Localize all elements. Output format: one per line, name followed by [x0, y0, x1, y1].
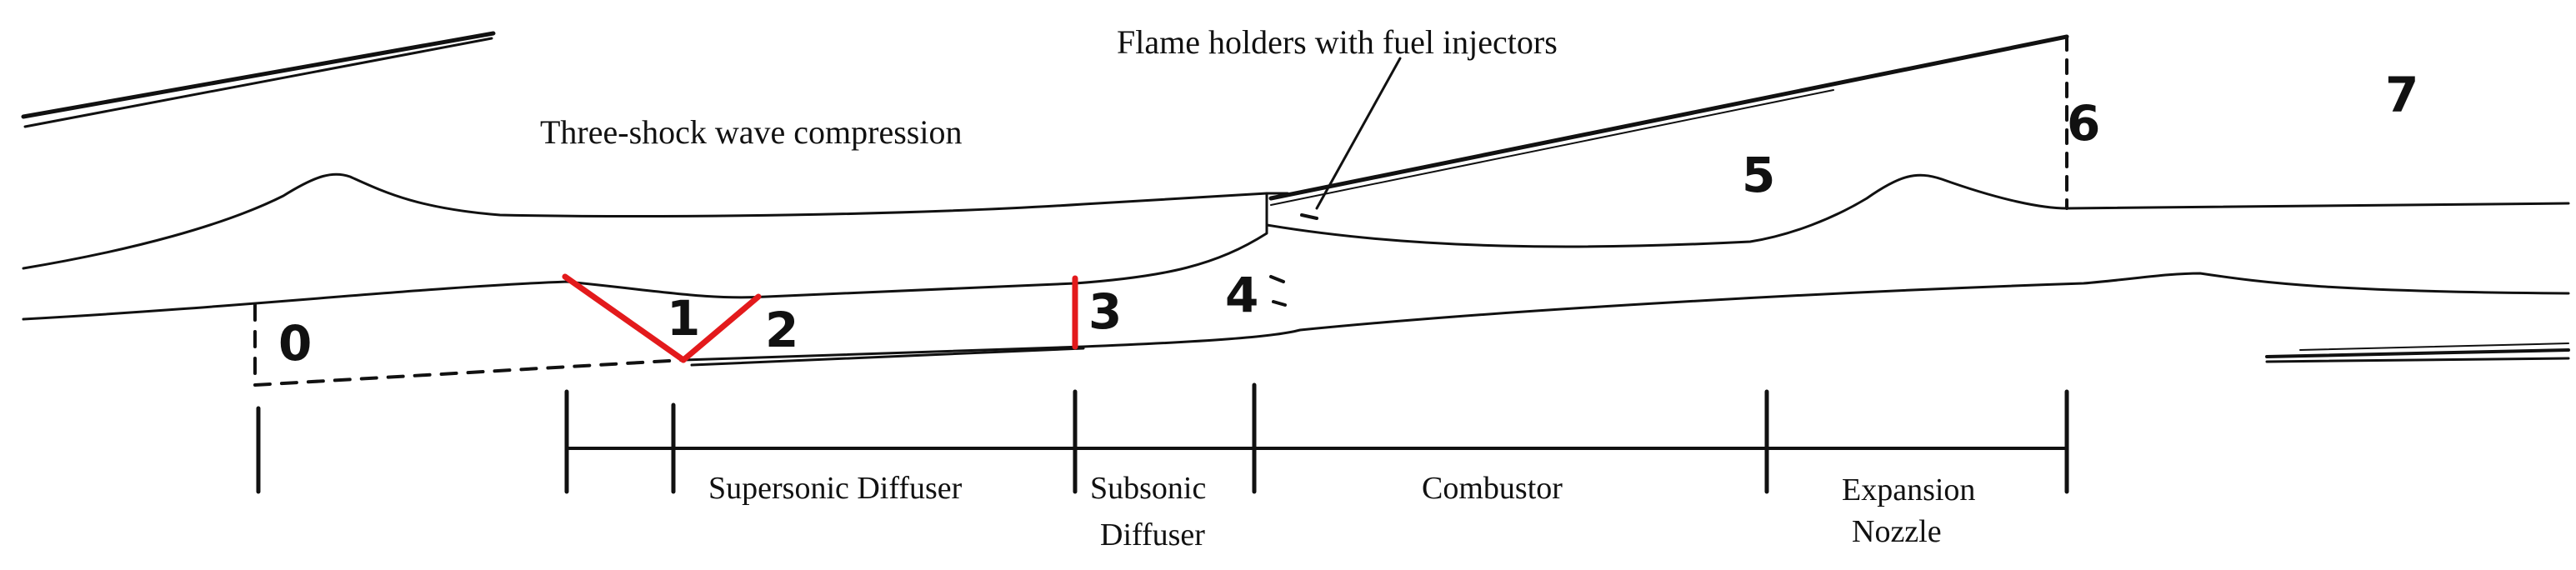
flame-holder-mark-a: [1269, 275, 1285, 283]
flame-holder-marks: [1269, 213, 1318, 307]
outer-line-top-right-a: [1268, 34, 2069, 201]
flame-holder-mark-c: [1300, 213, 1318, 220]
station-6-label: 6: [2067, 95, 2100, 152]
nozzle-lower-line-a: [2265, 348, 2570, 358]
outer-line-top-left-b: [23, 37, 493, 128]
oblique-shock-1: [562, 273, 687, 363]
upper-wall-contour: [22, 172, 2570, 270]
compression-label: Three-shock wave compression: [540, 113, 962, 151]
subsonic-label-line2: Diffuser: [1100, 518, 1205, 552]
station-3-label: 3: [1088, 283, 1122, 340]
centerbody-lower-wall: [682, 272, 2570, 362]
expansion-label-line2: Nozzle: [1852, 514, 1942, 549]
nozzle-lower-line-b: [2299, 342, 2569, 351]
outer-upper-left-lines: [21, 31, 496, 128]
outer-upper-right-lines: [1268, 34, 2069, 206]
station-2-label: 2: [765, 302, 798, 358]
flame-holders-label: Flame holders with fuel injectors: [1117, 23, 1558, 61]
nozzle-lower-line-c: [2265, 357, 2570, 363]
inlet-lower-wall: [22, 223, 1268, 321]
station-4-label: 4: [1225, 267, 1258, 323]
flame-holder-leader: [1315, 57, 1402, 210]
flame-holder-mark-b: [1272, 300, 1287, 307]
station-7-label: 7: [2385, 67, 2418, 123]
station-0-label: 0: [278, 315, 312, 372]
station-1-label: 1: [667, 290, 700, 347]
outer-line-top-right-b: [1270, 89, 1834, 206]
inlet-ramp-line: [690, 347, 1085, 367]
subsonic-label-line1: Subsonic: [1090, 471, 1206, 506]
supersonic-diffuser-label: Supersonic Diffuser: [708, 471, 963, 506]
combustor-label: Combustor: [1422, 471, 1563, 506]
oblique-shock-2: [680, 293, 762, 363]
outer-line-top-left-a: [21, 31, 496, 119]
shock-waves: [562, 273, 1078, 363]
expansion-label-line1: Expansion: [1842, 472, 1975, 508]
station-5-label: 5: [1742, 147, 1775, 203]
nozzle-lower-lines: [2265, 342, 2570, 363]
capture-streamline-dashed: [253, 303, 685, 387]
